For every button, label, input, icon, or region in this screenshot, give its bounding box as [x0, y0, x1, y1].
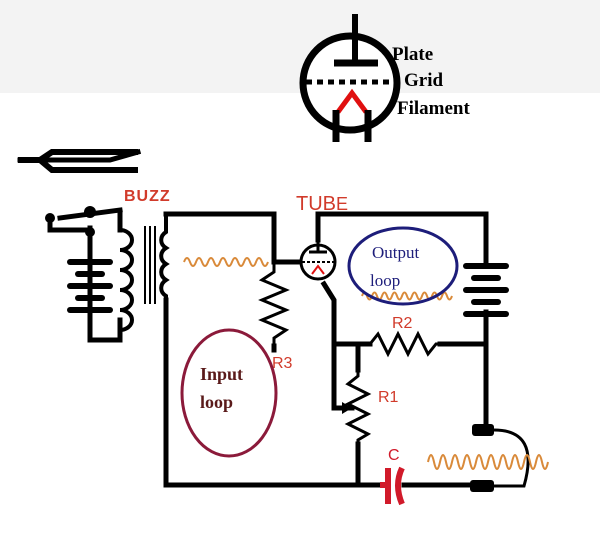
c-label: C [388, 447, 400, 464]
input-loop-ellipse [180, 328, 278, 458]
r2-label: R2 [392, 315, 413, 332]
key-post-left [45, 213, 55, 223]
battery-a [67, 259, 113, 313]
headphones-icon [470, 424, 530, 492]
battery-b [463, 263, 509, 317]
secondary-top-wire [163, 211, 277, 261]
filament-electrode [335, 88, 369, 114]
grid-label: Grid [404, 70, 443, 91]
resistor-r2 [368, 330, 440, 358]
resistor-r3 [258, 262, 290, 346]
r3-label: R3 [272, 355, 293, 372]
primary-coil [119, 228, 134, 332]
headphone-wave [427, 454, 549, 470]
transformer-coil [119, 214, 170, 332]
output-loop-label-1: Output [372, 243, 420, 262]
secondary-bottom-wire [163, 297, 363, 488]
plate-wire [315, 211, 489, 267]
buzz-label: BUZZ [124, 188, 171, 205]
r1-bottom-wire [355, 441, 383, 488]
filament-label: Filament [397, 98, 470, 119]
r1-wiper-arrow [342, 402, 352, 414]
input-loop-label-2: loop [200, 392, 233, 412]
resistor-r1 [344, 370, 372, 444]
buzzer-fork-icon [18, 149, 138, 173]
plate-label: Plate [392, 44, 433, 65]
key-post-bottom [85, 227, 95, 237]
key-loop-left [47, 215, 93, 233]
output-loop-ellipse [347, 226, 459, 306]
tube-symbol [299, 14, 401, 142]
capacitor-c [380, 466, 405, 506]
input-loop-label-1: Input [200, 364, 243, 384]
input-wave [183, 257, 269, 267]
circuit-tube [299, 240, 337, 281]
secondary-coil [159, 214, 170, 300]
key-post-right [84, 206, 96, 218]
circuit-wires [17, 148, 489, 488]
output-loop-label-2: loop [370, 271, 400, 290]
tube-label: TUBE [296, 193, 348, 215]
r1-label: R1 [378, 389, 399, 406]
